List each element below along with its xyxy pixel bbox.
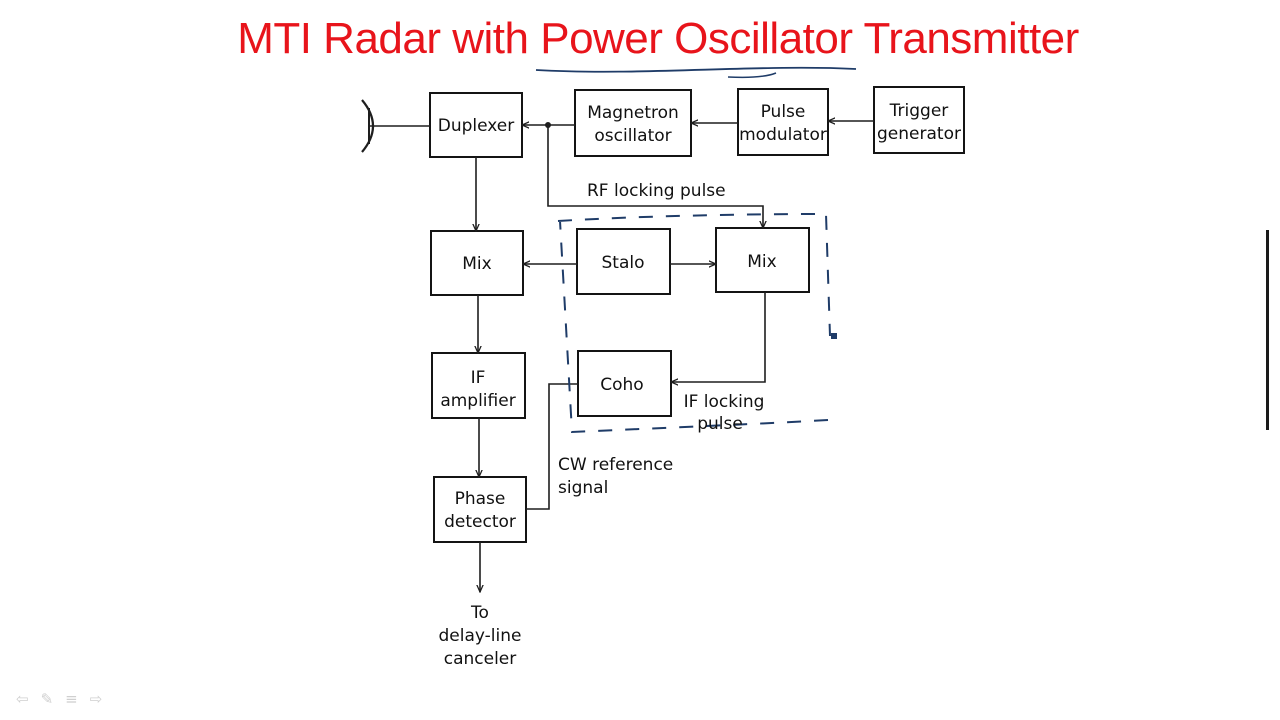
cw-reference-signal-label: CW reference [558, 455, 673, 475]
slide-title: MTI Radar with Power Oscillator Transmit… [237, 14, 1079, 63]
if-locking-pulse-wire [671, 292, 766, 382]
magnetron-label-line2: oscillator [594, 126, 671, 146]
dashed-highlight-box [557, 212, 831, 434]
locking-mix-label: Mix [747, 252, 776, 272]
pulse-modulator-block: Pulse modulator [737, 88, 829, 156]
cw-reference-signal-label-line2: signal [558, 478, 608, 498]
back-arrow-icon[interactable]: ⇦ [16, 690, 29, 708]
title-underline [535, 66, 857, 73]
coho-label: Coho [600, 375, 643, 395]
phase-detector-block: Phase detector [433, 476, 527, 543]
if-amplifier-label-line2: amplifier [440, 391, 515, 411]
receiver-mix-label: Mix [462, 254, 491, 274]
trigger-generator-label: Trigger [889, 101, 949, 121]
magnetron-label: Magnetron [587, 103, 679, 123]
stalo-label: Stalo [602, 253, 645, 273]
menu-icon[interactable]: ≡ [65, 690, 78, 708]
trigger-generator-label-line2: generator [877, 124, 961, 144]
coho-block: Coho [577, 350, 672, 417]
magnetron-oscillator-block: Magnetron oscillator [574, 89, 692, 157]
stalo-block: Stalo [576, 228, 671, 295]
output-label: To [470, 603, 489, 623]
pen-icon[interactable]: ✎ [40, 690, 54, 708]
duplexer-block: Duplexer [429, 92, 523, 158]
output-label-line2: delay-line [439, 626, 522, 646]
pulse-modulator-label-line2: modulator [739, 125, 827, 145]
forward-arrow-icon[interactable]: ⇨ [89, 690, 103, 708]
if-amplifier-block: IF amplifier [431, 352, 526, 419]
output-label-line3: canceler [444, 649, 517, 669]
duplexer-label: Duplexer [438, 116, 515, 136]
phase-detector-label-line2: detector [444, 512, 516, 532]
locking-mix-block: Mix [715, 227, 810, 293]
if-amplifier-label: IF [471, 368, 486, 388]
window-edge-bar [1266, 230, 1269, 430]
title-underline-tick [727, 72, 777, 79]
pen-marker-dot [831, 333, 837, 339]
receiver-mix-block: Mix [430, 230, 524, 296]
phase-detector-label: Phase [455, 489, 506, 509]
cw-reference-signal-wire [526, 383, 578, 510]
rf-locking-pulse-label: RF locking pulse [587, 181, 726, 201]
if-locking-pulse-label-line2: pulse [697, 414, 743, 434]
trigger-generator-block: Trigger generator [873, 86, 965, 154]
pulse-modulator-label: Pulse [761, 102, 806, 122]
if-locking-pulse-label: IF locking [684, 392, 765, 412]
slide-navigation: ⇦ ✎ ≡ ⇨ [16, 690, 102, 708]
rf-locking-pulse-wire [547, 125, 763, 228]
